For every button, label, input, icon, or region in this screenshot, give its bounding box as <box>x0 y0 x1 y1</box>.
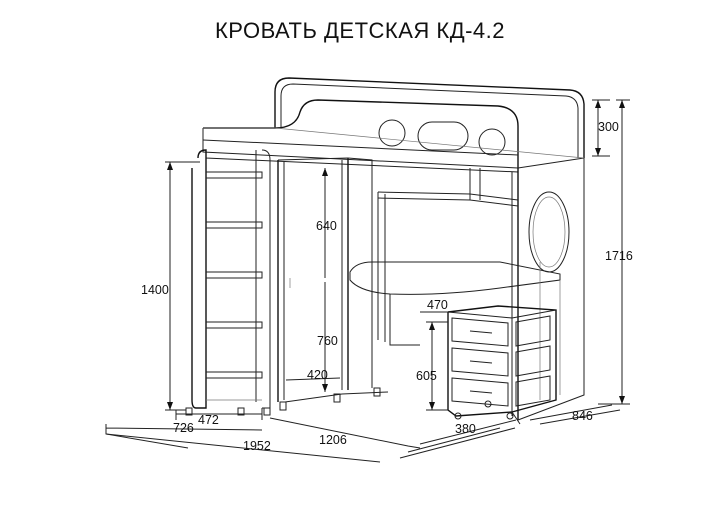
dim-cabinet-depth: 420 <box>307 368 328 382</box>
rail-hole-left <box>378 119 406 147</box>
drawer-1 <box>451 317 509 347</box>
dim-drawer-height: 605 <box>416 369 437 383</box>
dim-left-depth: 726 <box>173 421 194 435</box>
side-oval-cutout <box>528 191 570 273</box>
drawer-2 <box>451 347 509 377</box>
dim-total-depth: 846 <box>572 409 593 423</box>
dim-drawer-depth: 380 <box>455 422 476 436</box>
dimension-lines <box>105 99 630 463</box>
drawer-handles <box>469 330 493 394</box>
desk-top <box>349 261 561 295</box>
bed-frame <box>202 77 585 421</box>
drawer-unit <box>447 305 557 420</box>
front-guard <box>203 99 519 168</box>
drawer-3 <box>451 377 509 407</box>
drawing-title: КРОВАТЬ ДЕТСКАЯ КД-4.2 <box>214 18 506 43</box>
back-headboard <box>274 77 585 158</box>
shelves-and-desk <box>349 168 561 400</box>
ladder-left-rail <box>191 149 207 409</box>
dim-drawer-width: 470 <box>427 298 448 312</box>
wardrobe <box>277 157 389 411</box>
dim-shelf-height: 640 <box>316 219 337 233</box>
ladder <box>185 149 271 416</box>
dim-ladder-width: 472 <box>198 413 219 427</box>
ladder-steps <box>206 171 263 379</box>
dim-total-length: 1952 <box>243 439 271 453</box>
dim-cabinet-lower-height: 760 <box>317 334 338 348</box>
ladder-right-rail <box>261 149 271 409</box>
rail-hole-center <box>417 121 469 151</box>
dimension-labels: 300 1716 640 1400 760 420 470 605 472 72… <box>141 120 633 453</box>
dim-total-height: 1716 <box>605 249 633 263</box>
dim-top-panel-height: 300 <box>598 120 619 134</box>
rail-hole-right <box>478 128 506 156</box>
dim-side-height: 1400 <box>141 283 169 297</box>
dim-desk-length: 1206 <box>319 433 347 447</box>
upper-shelf <box>377 191 519 201</box>
